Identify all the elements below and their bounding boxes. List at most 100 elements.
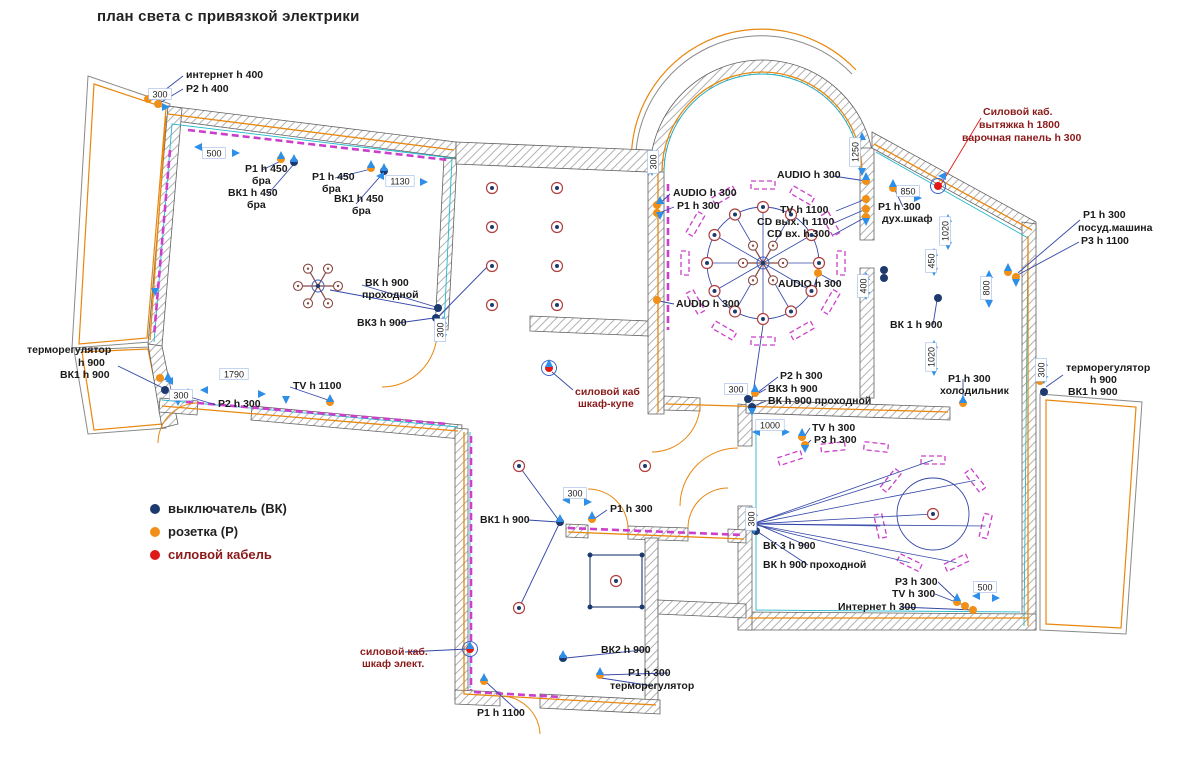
socket-symbol (653, 296, 661, 304)
annotation-label: ВК1 h 450 (228, 187, 278, 199)
dimension-value: 450 (925, 249, 937, 273)
ceiling-spot (805, 228, 818, 242)
svg-text:450: 450 (927, 253, 937, 268)
dimension-arrow (1012, 279, 1020, 287)
light-circle (896, 477, 970, 551)
dimension-arrow (367, 160, 375, 168)
socket-symbol (154, 100, 162, 108)
page-title: план света с привязкой электрики (97, 8, 360, 25)
annotation-label: ВК h 900 проходной (768, 395, 871, 407)
dimension-arrow (798, 428, 806, 436)
ceiling-spot (485, 181, 499, 195)
dimension-value: 500 (202, 147, 226, 159)
led-strip-segment (836, 250, 846, 276)
svg-text:300: 300 (1037, 362, 1047, 377)
dimension-arrow (889, 179, 897, 187)
ceiling-spot (512, 601, 526, 615)
annotation-label: ВК 3 h 900 (763, 540, 816, 552)
ceiling-spot (512, 459, 526, 473)
annotation-label: Р1 h 300 (628, 667, 671, 679)
ceiling-spot (728, 208, 742, 221)
ceiling-spot (550, 220, 564, 234)
dimension-arrow (656, 212, 664, 220)
socket-symbol (156, 374, 164, 382)
led-strip-segment (788, 320, 816, 341)
chandelier-symbol (292, 263, 344, 309)
annotation-label: силовой каб. (360, 646, 428, 658)
leader-line (518, 465, 561, 523)
led-strip-segment (820, 288, 841, 316)
leader-line (833, 208, 867, 224)
annotation-label: TV h 1100 (780, 204, 829, 216)
ceiling-spot (728, 305, 742, 318)
leader-line (189, 396, 217, 406)
svg-text:300: 300 (728, 385, 743, 395)
socket-symbol (961, 602, 969, 610)
dimension-value: 1000 (755, 419, 785, 431)
annotation-label: Р1 h 1100 (477, 707, 525, 719)
annotation-label: проходной (362, 289, 419, 301)
leader-line (939, 117, 982, 187)
annotation-label: Р1 h 300 (610, 503, 653, 515)
light-ring (680, 180, 846, 346)
light-wiring-line (762, 234, 812, 264)
ceiling-spot (784, 305, 798, 318)
leader-line (756, 376, 779, 394)
annotation-label: Р1 h 450 (312, 171, 355, 183)
dimension-arrow (466, 641, 474, 649)
leader-line (899, 606, 975, 611)
svg-text:1250: 1250 (851, 142, 861, 162)
svg-text:300: 300 (173, 391, 188, 401)
svg-text:800: 800 (982, 280, 992, 295)
annotation-label: Р2 h 300 (780, 370, 823, 382)
dimension-arrow (751, 384, 759, 392)
annotation-label: вытяжка h 1800 (979, 119, 1060, 131)
annotation-label: TV h 300 (892, 588, 935, 600)
dimension-arrow (480, 673, 488, 681)
dimension-arrow (985, 270, 993, 278)
leader-line (932, 299, 938, 326)
annotation-label: Силовой каб. (983, 106, 1053, 118)
switch-symbol (880, 266, 888, 274)
leader-line (753, 400, 767, 407)
light-wiring-line (714, 234, 764, 264)
dimension-arrow (938, 172, 946, 180)
dimension-arrow (277, 151, 285, 159)
led-strip-segment (776, 449, 804, 467)
ceiling-spot (756, 312, 770, 326)
dimension-arrow (194, 143, 202, 151)
switch-symbol (434, 304, 442, 312)
led-strip-segment (820, 210, 841, 238)
annotation-label: бра (352, 205, 371, 217)
annotation-label: ВК h 900 проходной (763, 559, 866, 571)
leader-line (397, 317, 435, 324)
ceiling-spot (485, 298, 499, 312)
annotation-label: AUDIO h 300 (673, 187, 737, 199)
door-arcs (157, 331, 739, 735)
svg-text:1790: 1790 (224, 370, 244, 380)
dimension-arrow (326, 394, 334, 402)
light-wiring-line (751, 523, 910, 564)
ceiling-spot (609, 574, 623, 588)
switch-symbol (161, 386, 169, 394)
light-wiring-line (751, 523, 957, 564)
dimension-arrow (165, 377, 173, 385)
legend-label: выключатель (ВК) (168, 501, 287, 516)
legend-dot-icon (150, 526, 160, 537)
dimension-arrow (985, 300, 993, 308)
annotation-label: Р1 h 450 (245, 163, 288, 175)
leader-line (261, 160, 282, 171)
led-strip-segment (920, 455, 946, 465)
annotation-label: Р1 h 300 (878, 201, 921, 213)
annotation-label: бра (247, 199, 266, 211)
ceiling-spot (550, 259, 564, 273)
dimension-arrow (559, 650, 567, 658)
annotation-label: Р1 h 300 (948, 373, 991, 385)
annotation-label: TV h 1100 (293, 380, 342, 392)
dimension-arrow (162, 103, 170, 111)
annotation-label: варочная панель h 300 (962, 132, 1081, 144)
dimension-arrow (380, 163, 388, 171)
led-strip-segment (896, 552, 923, 573)
chandeliers (292, 240, 789, 309)
